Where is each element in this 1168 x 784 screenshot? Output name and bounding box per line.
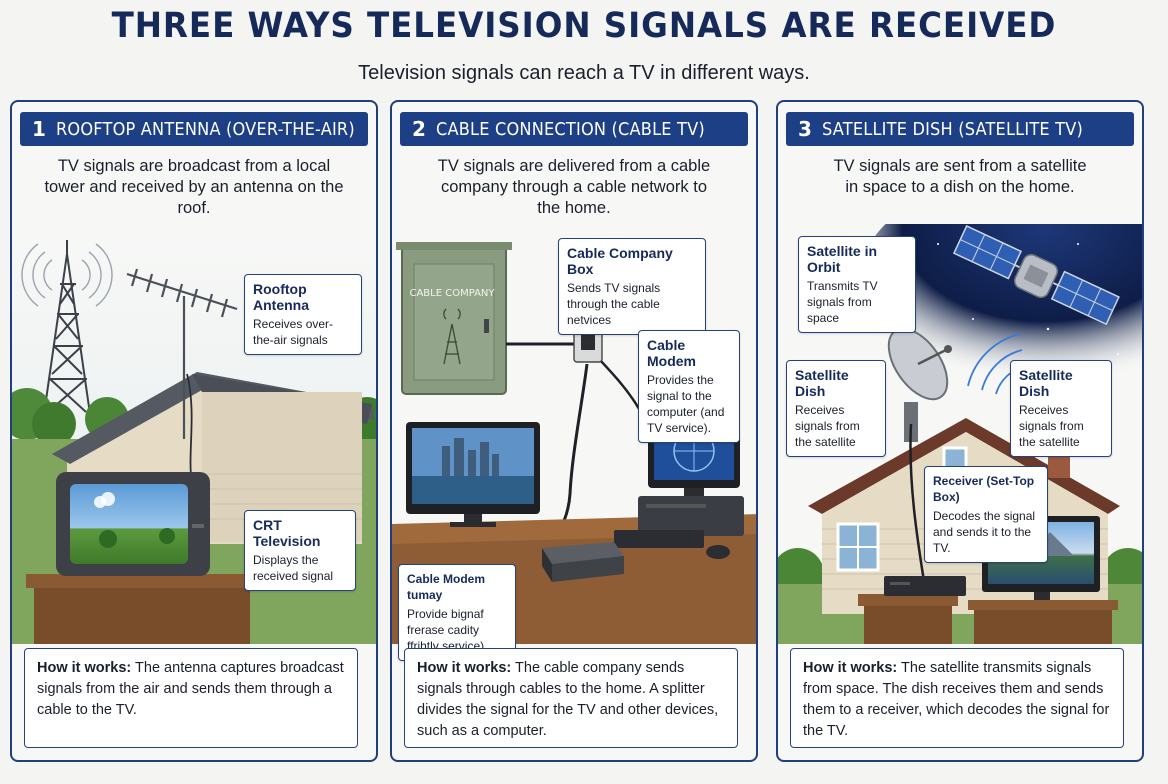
callout-text: Receives signals from the satellite	[795, 403, 860, 449]
satellite-dish-icon	[887, 327, 952, 595]
callout-text: Displays the received signal	[253, 553, 334, 583]
callout-cable-modem: Cable Modem Provides the signal to the c…	[638, 330, 740, 443]
cable-box-label: CABLE COMPANY	[409, 288, 495, 299]
callout-crt-television: CRT Television Displays the received sig…	[244, 510, 356, 591]
how-it-works-box: How it works: The antenna captures broad…	[24, 648, 358, 748]
callout-cable-modem-secondary: Cable Modem tumay Provide bignaf frerase…	[398, 564, 516, 661]
panel-heading: ROOFTOP ANTENNA (OVER-THE-AIR)	[56, 118, 355, 140]
panel-description: TV signals are broadcast from a local to…	[44, 157, 344, 217]
callout-text: Provide bignaf frerase cadity ffrihtly s…	[407, 607, 485, 653]
page-subtitle: Television signals can reach a TV in dif…	[358, 62, 810, 84]
callout-satellite-dish-left: Satellite Dish Receives signals from the…	[786, 360, 886, 457]
panel-number: 2	[412, 117, 427, 141]
panel-cable-connection: 2 CABLE CONNECTION (CABLE TV) TV signals…	[390, 100, 758, 762]
panel-satellite-dish: 3 SATELLITE DISH (SATELLITE TV) TV signa…	[776, 100, 1144, 762]
callout-cable-company-box: Cable Company Box Sends TV signals throu…	[558, 238, 706, 335]
callout-text: Decodes the signal and sends it to the T…	[933, 509, 1036, 555]
callout-rooftop-antenna: Rooftop Antenna Receives over-the-air si…	[244, 274, 362, 355]
cable-company-box-icon: CABLE COMPANY	[396, 242, 512, 395]
panel-header: 1 ROOFTOP ANTENNA (OVER-THE-AIR)	[20, 112, 368, 146]
how-label: How it works:	[37, 660, 132, 676]
panel-header: 2 CABLE CONNECTION (CABLE TV)	[400, 112, 748, 146]
panel-number: 1	[32, 117, 47, 141]
callout-receiver: Receiver (Set-Top Box) Decodes the signa…	[924, 466, 1048, 563]
panel-rooftop-antenna: 1 ROOFTOP ANTENNA (OVER-THE-AIR) TV sign…	[10, 100, 378, 762]
how-label: How it works:	[417, 660, 512, 676]
panel-description: TV signals are delivered from a cable co…	[437, 157, 711, 217]
callout-satellite-in-orbit: Satellite in Orbit Transmits TV signals …	[798, 236, 916, 333]
callout-text: Receives over-the-air signals	[253, 317, 334, 347]
how-text: The cable company sends signals through …	[417, 660, 719, 739]
callout-text: Receives signals from the satellite	[1019, 403, 1084, 449]
callout-title: CRT Television	[253, 517, 321, 549]
panel-heading: CABLE CONNECTION (CABLE TV)	[436, 118, 705, 140]
set-top-box-icon	[884, 576, 966, 596]
broadcast-tower-icon	[43, 240, 91, 415]
callout-title: Cable Modem tumay	[407, 572, 486, 602]
monitor-icon	[406, 422, 540, 527]
panel-heading: SATELLITE DISH (SATELLITE TV)	[822, 118, 1084, 140]
callout-satellite-dish-right: Satellite Dish Receives signals from the…	[1010, 360, 1112, 457]
how-it-works-box: How it works: The satellite transmits si…	[790, 648, 1124, 748]
how-label: How it works:	[803, 660, 898, 676]
callout-title: Satellite Dish	[1019, 367, 1073, 399]
panel-description: TV signals are sent from a satellite in …	[833, 157, 1087, 196]
satellite-icon	[952, 225, 1120, 326]
panel-header: 3 SATELLITE DISH (SATELLITE TV)	[786, 112, 1134, 146]
broadcast-waves-icon	[21, 243, 113, 307]
callout-title: Satellite Dish	[795, 367, 849, 399]
callout-text: Provides the signal to the computer (and…	[647, 373, 725, 435]
callout-text: Sends TV signals through the cable netvi…	[567, 281, 661, 327]
how-it-works-box: How it works: The cable company sends si…	[404, 648, 738, 748]
callout-title: Rooftop Antenna	[253, 281, 309, 313]
callout-title: Satellite in Orbit	[807, 243, 878, 275]
how-text: The satellite transmits signals from spa…	[803, 660, 1110, 739]
panel-number: 3	[798, 117, 813, 141]
page-title: THREE WAYS TELEVISION SIGNALS ARE RECEIV…	[111, 6, 1057, 46]
callout-title: Receiver (Set-Top Box)	[933, 474, 1035, 504]
how-text: The antenna captures broadcast signals f…	[37, 660, 344, 718]
crt-television-icon	[56, 472, 210, 576]
callout-title: Cable Company Box	[567, 245, 673, 277]
callout-text: Transmits TV signals from space	[807, 279, 878, 325]
callout-title: Cable Modem	[647, 337, 696, 369]
cable-modem-icon	[542, 542, 624, 582]
